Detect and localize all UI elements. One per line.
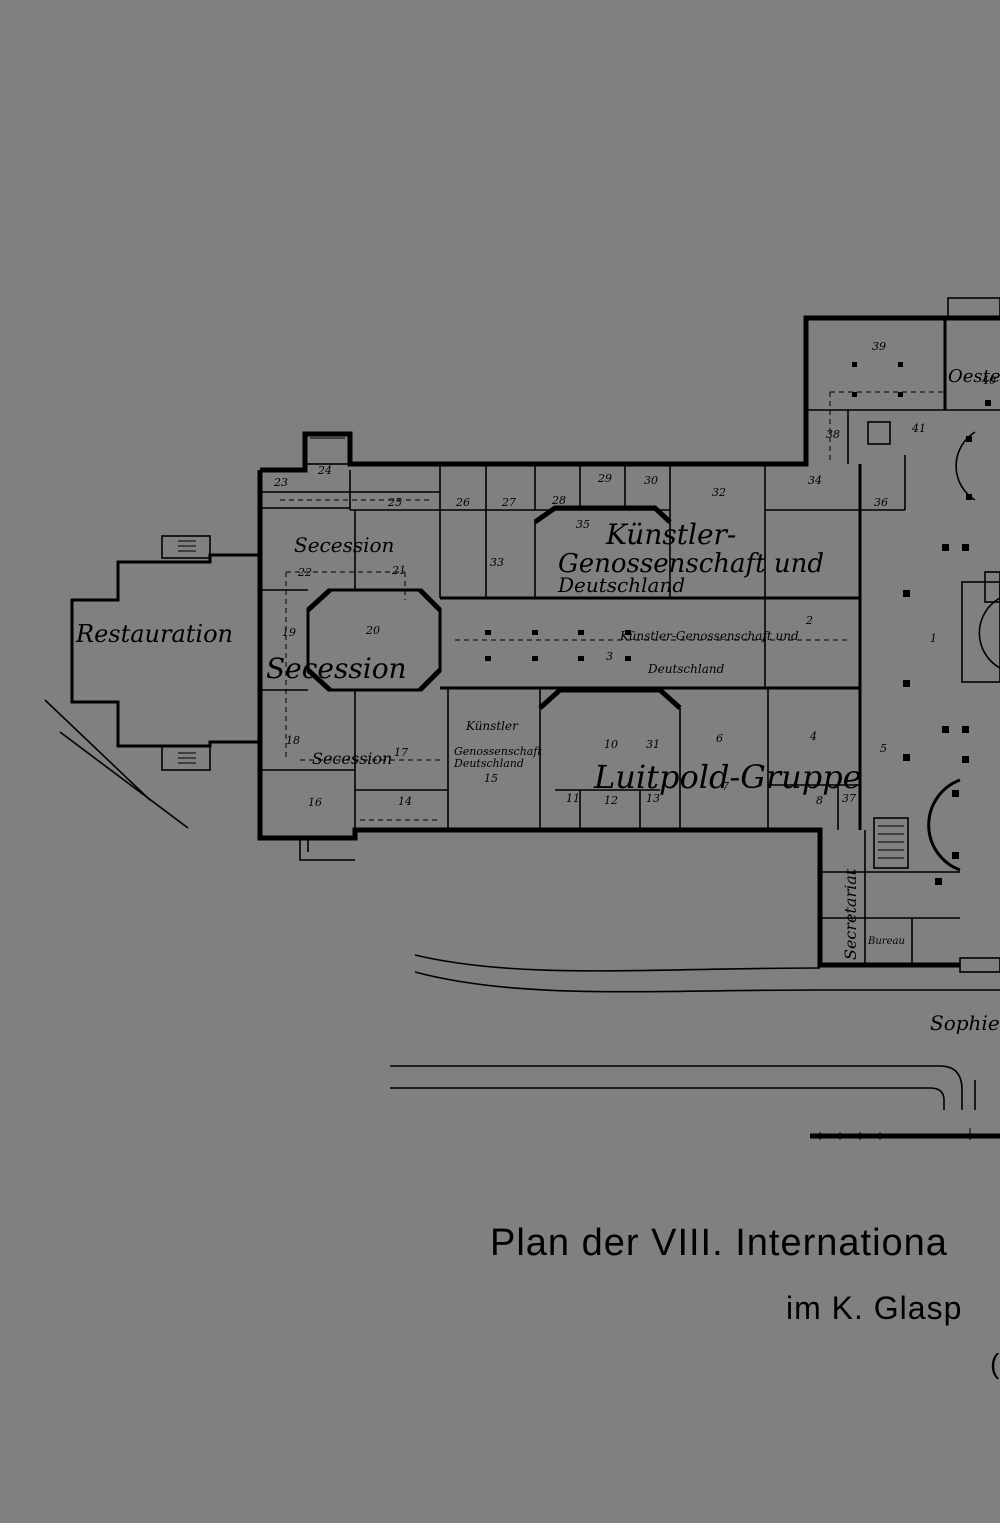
label-kuenstler-small-2: Genossenschaft xyxy=(454,745,542,758)
room-number-28: 28 xyxy=(551,494,566,507)
label-secession-main: Secession xyxy=(266,652,407,685)
room-number-6: 6 xyxy=(716,732,723,745)
roads xyxy=(390,954,1000,1140)
label-sophienstrasse: Sophie xyxy=(930,1011,1000,1035)
room-number-1: 1 xyxy=(930,632,937,645)
room-number-14: 14 xyxy=(398,795,412,808)
label-secretariat: Secretariat xyxy=(841,868,860,960)
room-number-10: 10 xyxy=(604,738,618,751)
room-number-26: 26 xyxy=(455,496,470,509)
room-number-32: 32 xyxy=(712,486,726,499)
label-kuenstler-top-3: Deutschland xyxy=(557,573,685,597)
room-number-33: 33 xyxy=(490,556,504,569)
label-kuenstler-top-1: Künstler- xyxy=(605,518,736,551)
room-number-16: 16 xyxy=(308,796,322,809)
room-number-17: 17 xyxy=(394,746,408,759)
room-number-34: 34 xyxy=(808,474,822,487)
label-bureau: Bureau xyxy=(867,936,905,947)
room-number-41: 41 xyxy=(911,422,926,435)
room-number-37: 37 xyxy=(842,792,856,805)
label-kuenstler-mid-2: Deutschland xyxy=(647,662,725,676)
label-secession-top: Secession xyxy=(294,533,394,557)
room-number-36: 36 xyxy=(874,496,888,509)
room-number-20: 20 xyxy=(365,624,380,637)
room-number-38: 38 xyxy=(826,428,840,441)
label-kuenstler-top-2: Genossenschaft und xyxy=(558,549,824,579)
room-number-4: 4 xyxy=(809,730,817,743)
circulation-lines xyxy=(280,391,945,821)
label-kuenstler-mid-1: Künstler-Genossenschaft und xyxy=(619,629,799,643)
hall-labels: Restauration Secession Secession Secessi… xyxy=(75,366,1000,1035)
room-number-7: 7 xyxy=(722,780,729,793)
room-number-13: 13 xyxy=(646,792,660,805)
room-number-12: 12 xyxy=(604,794,618,807)
room-number-29: 29 xyxy=(597,472,612,485)
room-number-3: 3 xyxy=(606,650,613,663)
room-number-25: 25 xyxy=(387,496,402,509)
room-number-19: 19 xyxy=(282,626,296,639)
room-number-24: 24 xyxy=(317,464,332,477)
label-restauration: Restauration xyxy=(75,620,233,648)
room-number-21: 21 xyxy=(391,564,406,577)
room-number-35: 35 xyxy=(576,518,590,531)
label-secession-bottom: Secession xyxy=(312,749,392,768)
label-oesterreich: Oeste xyxy=(948,366,1000,387)
label-kuenstler-small-3: Deutschland xyxy=(453,757,524,770)
label-kuenstler-small-1: Künstler xyxy=(465,719,519,733)
caption-title: Plan der VIII. Internationa xyxy=(490,1222,948,1264)
room-number-11: 11 xyxy=(566,792,580,805)
room-number-30: 30 xyxy=(644,474,658,487)
room-number-2: 2 xyxy=(805,614,813,627)
room-number-23: 23 xyxy=(273,476,288,489)
room-number-18: 18 xyxy=(286,734,300,747)
label-luitpold: Luitpold-Gruppe xyxy=(593,758,862,796)
caption-note: ( xyxy=(990,1348,1000,1379)
room-number-8: 8 xyxy=(816,794,823,807)
room-number-5: 5 xyxy=(880,742,887,755)
room-number-27: 27 xyxy=(501,496,516,509)
room-number-31: 31 xyxy=(646,738,660,751)
caption-subtitle: im K. Glasp xyxy=(786,1290,963,1326)
restaurant-wing xyxy=(44,535,260,829)
pillars xyxy=(485,362,991,885)
room-number-15: 15 xyxy=(484,772,498,785)
floor-plan: Restauration Secession Secession Secessi… xyxy=(44,297,1000,1140)
room-number-22: 22 xyxy=(297,566,312,579)
room-number-40: 40 xyxy=(981,374,996,387)
room-number-39: 39 xyxy=(872,340,886,353)
